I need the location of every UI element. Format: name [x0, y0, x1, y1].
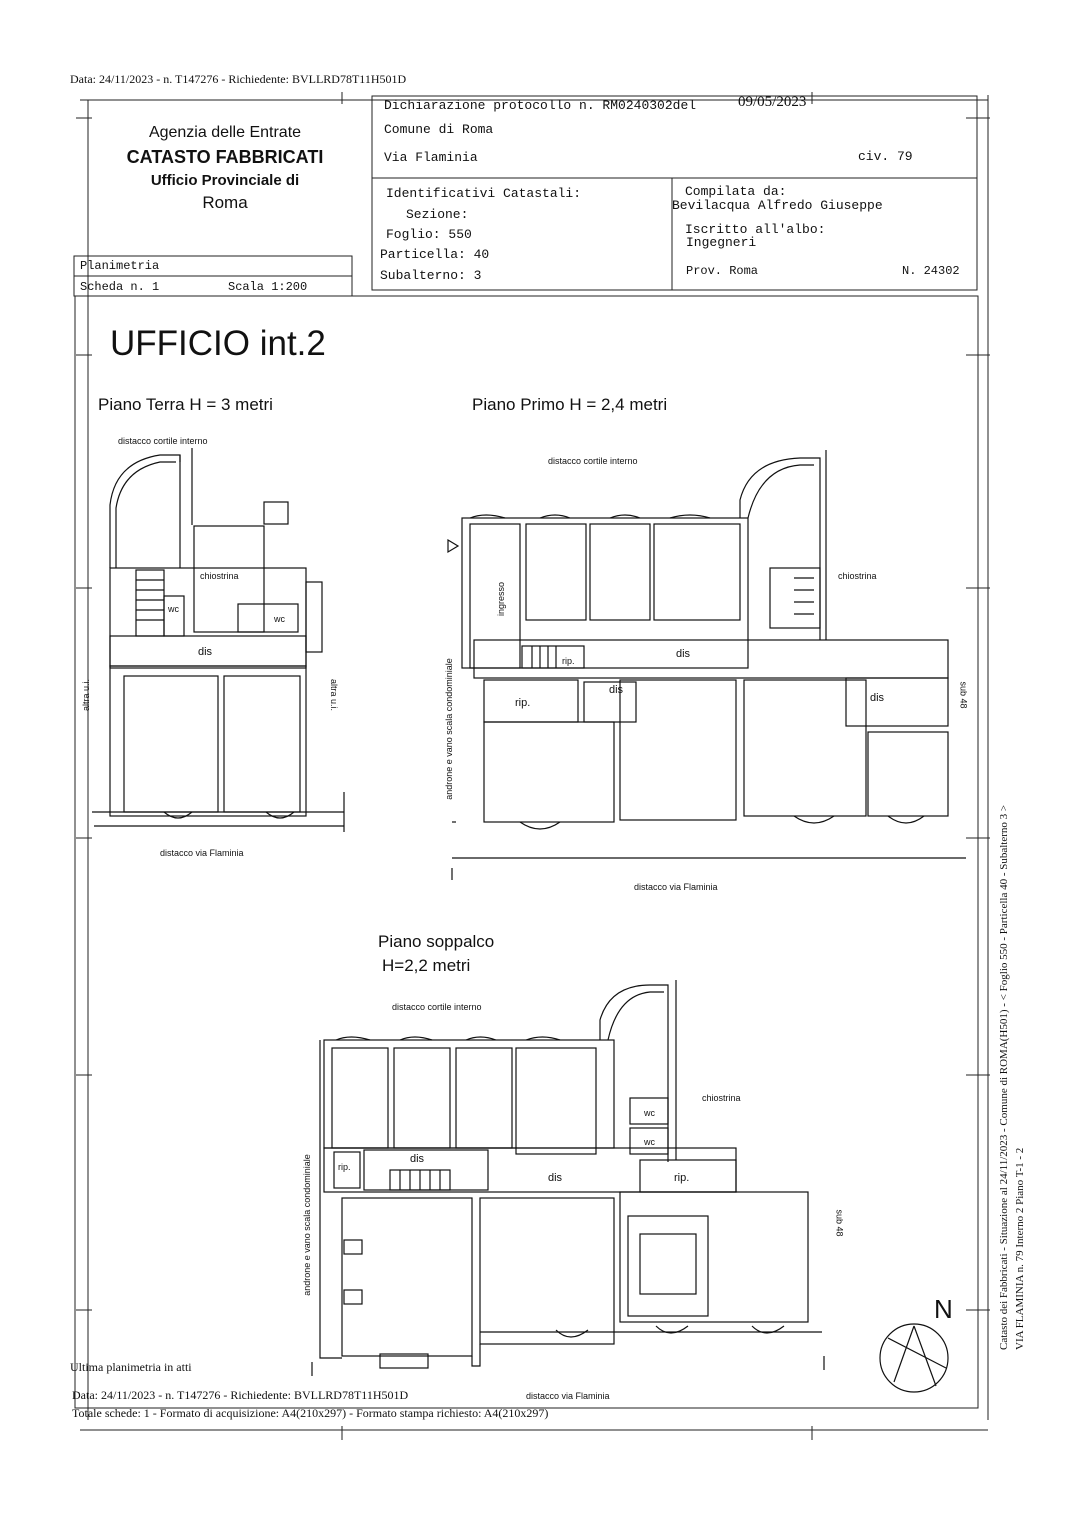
soppalco-room-rip-2: rip.: [674, 1172, 690, 1184]
plan-primo: [447, 450, 966, 880]
primo-side-left: androne e vano scala condominiale: [443, 658, 454, 800]
terra-top-label: distacco cortile interno: [118, 436, 208, 446]
soppalco-bottom-label: distacco via Flaminia: [526, 1391, 610, 1401]
footer-metadata: Data: 24/11/2023 - n. T147276 - Richiede…: [72, 1388, 409, 1402]
compiler-number: N. 24302: [902, 264, 960, 278]
agency-block: Agenzia delle Entrate CATASTO FABBRICATI…: [100, 124, 350, 213]
floor-title-terra: Piano Terra H = 3 metri: [98, 395, 273, 414]
sheet-type: Planimetria: [80, 259, 160, 273]
main-title: UFFICIO int.2: [110, 324, 326, 363]
terra-side-left: altra u.i.: [81, 678, 92, 712]
terra-side-right: altra u.i.: [329, 678, 340, 712]
civic-number: civ. 79: [858, 149, 913, 164]
comune: Comune di Roma: [384, 122, 494, 137]
particella: Particella: 40: [380, 247, 490, 262]
primo-room-chiostrina: chiostrina: [838, 571, 877, 581]
compiler-province: Prov. Roma: [686, 264, 759, 278]
sezione: Sezione:: [406, 207, 469, 222]
terra-room-wc-2: wc: [274, 614, 285, 624]
terra-bottom-label: distacco via Flaminia: [160, 848, 244, 858]
primo-room-rip-2: rip.: [515, 697, 531, 709]
primo-room-dis-2: dis: [609, 684, 624, 696]
side-address-text: VIA FLAMINIA n. 79 Interno 2 Piano T-1 -…: [1014, 1147, 1026, 1350]
soppalco-room-dis-2: dis: [548, 1172, 563, 1184]
footer-formats: Totale schede: 1 - Formato di acquisizio…: [72, 1406, 549, 1420]
floor-title-primo: Piano Primo H = 2,4 metri: [472, 395, 668, 414]
protocol-number: Dichiarazione protocollo n. RM0240302del: [384, 98, 697, 113]
compiler-name: Bevilacqua Alfredo Giuseppe: [672, 198, 883, 213]
top-metadata: Data: 24/11/2023 - n. T147276 - Richiede…: [70, 72, 407, 86]
primo-bottom-label: distacco via Flaminia: [634, 882, 718, 892]
terra-room-chiostrina: chiostrina: [200, 571, 239, 581]
north-arrow-icon: [879, 1323, 949, 1393]
plan-terra: [92, 448, 345, 832]
compiler-label: Compilata da:: [685, 184, 787, 199]
soppalco-side-left: androne e vano scala condominiale: [301, 1154, 312, 1296]
agency-name: Agenzia delle Entrate: [148, 124, 302, 141]
soppalco-room-rip-1: rip.: [338, 1162, 351, 1172]
primo-room-dis-1: dis: [676, 648, 691, 660]
terra-room-wc-1: wc: [168, 604, 179, 614]
protocol-date: 09/05/2023: [738, 94, 807, 110]
primo-room-rip-1: rip.: [562, 656, 575, 666]
primo-room-dis-3: dis: [870, 692, 885, 704]
identifiers-heading: Identificativi Catastali:: [386, 186, 582, 201]
primo-side-right: sub 48: [958, 681, 969, 709]
albo-value: Ingegneri: [686, 235, 757, 250]
sheet-scale: Scala 1:200: [228, 280, 308, 294]
plan-soppalco: [311, 980, 825, 1376]
terra-room-dis: dis: [198, 646, 213, 658]
albo-label: Iscritto all'albo:: [685, 222, 826, 237]
catasto-title: CATASTO FABBRICATI: [126, 147, 324, 167]
soppalco-room-chiostrina: chiostrina: [702, 1093, 741, 1103]
floor-height-soppalco: H=2,2 metri: [382, 956, 471, 975]
soppalco-room-wc-1: wc: [644, 1108, 655, 1118]
office-label: Ufficio Provinciale di: [150, 172, 300, 189]
soppalco-side-right: sub 48: [834, 1209, 845, 1237]
primo-top-label: distacco cortile interno: [548, 456, 638, 466]
floor-title-soppalco: Piano soppalco: [378, 932, 495, 951]
side-situation-text: Catasto dei Fabbricati - Situazione al 2…: [998, 804, 1010, 1350]
soppalco-top-label: distacco cortile interno: [392, 1002, 482, 1012]
subalterno: Subalterno: 3: [380, 268, 482, 283]
soppalco-room-dis-1: dis: [410, 1153, 425, 1165]
office-city: Roma: [202, 193, 248, 212]
soppalco-room-wc-2: wc: [644, 1137, 655, 1147]
north-label: N: [934, 1294, 953, 1324]
footer-last-plan: Ultima planimetria in atti: [70, 1360, 192, 1374]
foglio: Foglio: 550: [386, 227, 472, 242]
primo-room-ingresso: ingresso: [496, 581, 507, 617]
street: Via Flaminia: [384, 150, 478, 165]
sheet-number: Scheda n. 1: [80, 280, 160, 294]
